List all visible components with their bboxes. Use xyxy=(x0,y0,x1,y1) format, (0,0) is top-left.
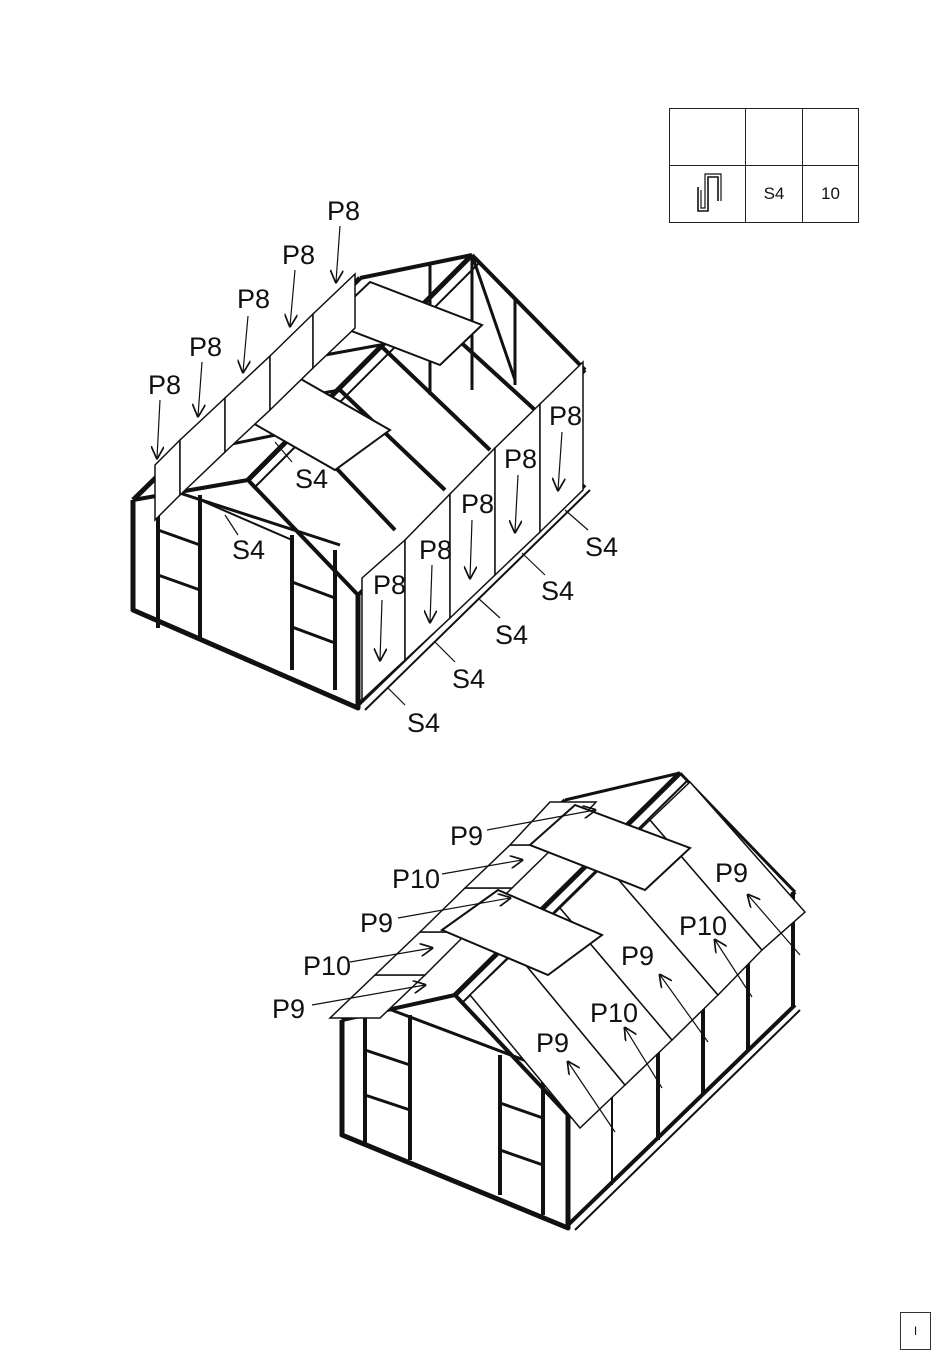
label-roof-left-p10-1: P10 xyxy=(303,951,351,981)
label-roof-right-p10-2: P10 xyxy=(679,911,727,941)
label-p8-1: P8 xyxy=(148,370,181,400)
label-p8-7: P8 xyxy=(419,535,452,565)
s-clip-icon xyxy=(692,169,724,215)
page-marker: I xyxy=(900,1312,931,1350)
parts-table-row xyxy=(670,109,859,166)
parts-icon-cell xyxy=(670,166,746,223)
parts-code-cell: S4 xyxy=(746,166,803,223)
label-s4-6: S4 xyxy=(541,576,574,606)
parts-qty-cell xyxy=(803,109,859,166)
label-roof-left-p9-1: P9 xyxy=(272,994,305,1024)
label-s4-7: S4 xyxy=(585,532,618,562)
label-roof-left-p9-2: P9 xyxy=(360,908,393,938)
label-s4-5: S4 xyxy=(495,620,528,650)
label-p8-3: P8 xyxy=(237,284,270,314)
parts-icon-cell xyxy=(670,109,746,166)
label-roof-left-p9-3: P9 xyxy=(450,821,483,851)
label-p8-5: P8 xyxy=(327,196,360,226)
label-p8-9: P8 xyxy=(504,444,537,474)
label-roof-left-p10-2: P10 xyxy=(392,864,440,894)
label-p8-6: P8 xyxy=(373,570,406,600)
label-s4-4: S4 xyxy=(452,664,485,694)
parts-table-row: S4 10 xyxy=(670,166,859,223)
label-s4-3: S4 xyxy=(407,708,440,738)
label-p8-8: P8 xyxy=(461,489,494,519)
label-s4-1: S4 xyxy=(295,464,328,494)
label-roof-right-p9-1: P9 xyxy=(536,1028,569,1058)
label-p8-4: P8 xyxy=(282,240,315,270)
parts-table: S4 10 xyxy=(669,108,859,223)
label-s4-2: S4 xyxy=(232,535,265,565)
label-roof-right-p9-2: P9 xyxy=(621,941,654,971)
label-p8-2: P8 xyxy=(189,332,222,362)
label-roof-right-p10-1: P10 xyxy=(590,998,638,1028)
parts-qty-cell: 10 xyxy=(803,166,859,223)
label-p8-10: P8 xyxy=(549,401,582,431)
parts-code-cell xyxy=(746,109,803,166)
label-roof-right-p9-3: P9 xyxy=(715,858,748,888)
